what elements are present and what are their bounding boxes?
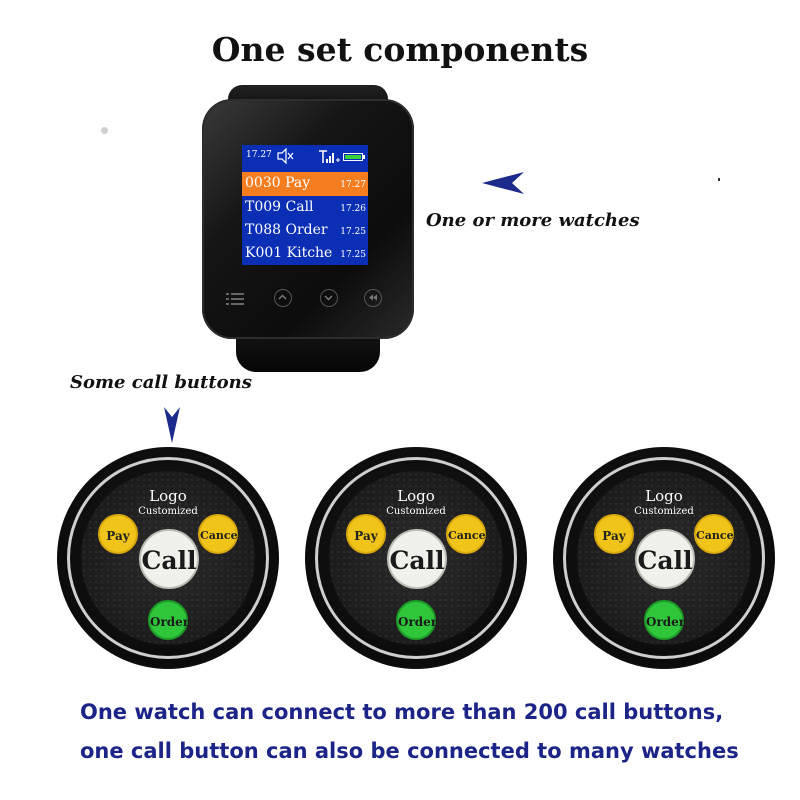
message-label: T088 Order: [245, 222, 328, 238]
message-time: 17.25: [340, 250, 366, 260]
order-button[interactable]: Order: [644, 600, 685, 640]
call-button[interactable]: Call: [387, 529, 447, 589]
description-line-1: One watch can connect to more than 200 c…: [80, 700, 724, 724]
order-button[interactable]: Order: [148, 600, 189, 640]
call-button[interactable]: Call: [139, 529, 199, 589]
pay-button[interactable]: Pay: [98, 514, 138, 554]
message-time: 17.27: [340, 180, 366, 190]
watch-screen: 17.27 0030 Pay 17.27 T009 Call 17.26 T08…: [242, 145, 368, 265]
call-button-device: Logo Customized Pay Cancel Call Order: [57, 447, 279, 669]
pay-button[interactable]: Pay: [594, 514, 634, 554]
message-row[interactable]: T009 Call 17.26: [242, 196, 368, 220]
customized-text: Customized: [634, 506, 694, 517]
arrow-down-icon: [164, 407, 180, 443]
message-time: 17.25: [340, 227, 366, 237]
battery-icon: [343, 153, 365, 161]
arrow-left-icon: [482, 172, 524, 194]
status-time: 17.27: [246, 150, 272, 160]
cancel-button[interactable]: Cancel: [446, 514, 490, 554]
device-ring: [67, 457, 269, 659]
down-icon[interactable]: [320, 289, 338, 307]
logo-text: Logo: [397, 487, 435, 505]
logo-text: Logo: [645, 487, 683, 505]
call-button-device: Logo Customized Pay Cancel Call Order: [553, 447, 775, 669]
buttons-caption: Some call buttons: [70, 372, 252, 393]
message-row[interactable]: T088 Order 17.25: [242, 219, 368, 243]
message-label: 0030 Pay: [245, 175, 311, 191]
message-row[interactable]: K001 Kitche 17.25: [242, 242, 368, 265]
pay-button[interactable]: Pay: [346, 514, 386, 554]
stray-dot: [718, 178, 720, 181]
watch-status-bar: 17.27: [242, 145, 368, 167]
cancel-button[interactable]: Cancel: [694, 514, 738, 554]
signal-icon: [319, 150, 340, 163]
order-button[interactable]: Order: [396, 600, 437, 640]
call-button-device: Logo Customized Pay Cancel Call Order: [305, 447, 527, 669]
page-title: One set components: [211, 30, 589, 69]
call-button[interactable]: Call: [635, 529, 695, 589]
message-label: K001 Kitche: [245, 245, 333, 261]
message-time: 17.26: [340, 204, 366, 214]
cancel-button[interactable]: Cancel: [198, 514, 242, 554]
up-icon[interactable]: [274, 289, 292, 307]
watch-sensor: [101, 127, 108, 134]
menu-icon[interactable]: [226, 292, 244, 306]
message-label: T009 Call: [245, 199, 314, 215]
device-ring: [563, 457, 765, 659]
customized-text: Customized: [386, 506, 446, 517]
description-line-2: one call button can also be connected to…: [80, 739, 739, 763]
device-ring: [315, 457, 517, 659]
message-row[interactable]: 0030 Pay 17.27: [242, 172, 368, 196]
logo-text: Logo: [149, 487, 187, 505]
back-icon[interactable]: [364, 289, 382, 307]
watches-caption: One or more watches: [426, 210, 640, 231]
mute-icon: [277, 148, 294, 164]
customized-text: Customized: [138, 506, 198, 517]
